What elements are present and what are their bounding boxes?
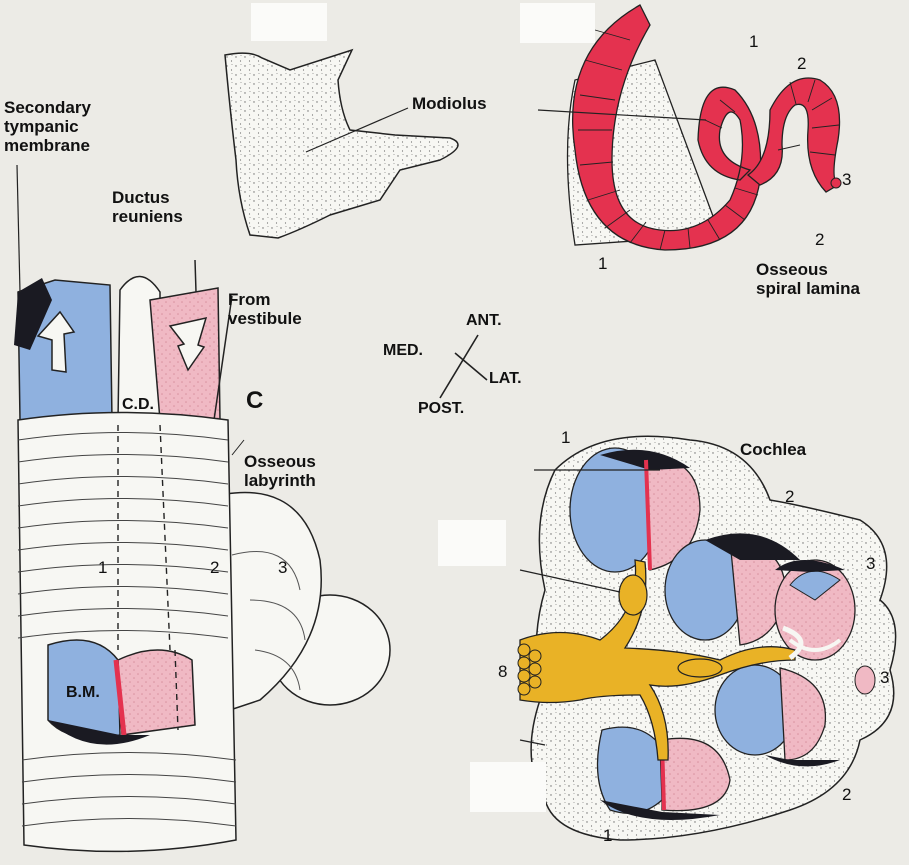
label-medial: MED. xyxy=(383,342,423,359)
turn-number: 3 xyxy=(842,170,852,189)
label-cochlea: Cochlea xyxy=(740,440,807,459)
label-line: tympanic xyxy=(4,117,79,137)
orientation-cross xyxy=(439,334,488,399)
panel-c-cochlear-duct xyxy=(14,259,391,853)
label-posterior: POST. xyxy=(418,400,465,417)
turn-number: 1 xyxy=(749,32,759,51)
label-secondary-tympanic-membrane: Secondary tympanic membrane xyxy=(4,98,91,155)
turn-number: 1 xyxy=(603,826,613,845)
turn-number: 2 xyxy=(842,785,852,804)
vestibuli-arrow-icon xyxy=(168,316,208,372)
label-from-vestibule: From vestibule xyxy=(228,290,302,328)
label-panel-c: C xyxy=(246,387,264,414)
nerve-bundle-ends xyxy=(517,643,542,696)
cochlea-cross-section xyxy=(517,435,897,841)
turn-number: 1 xyxy=(561,428,571,447)
turn-number: 2 xyxy=(797,54,807,73)
label-basilar-membrane: B.M. xyxy=(66,684,100,701)
turn-number: 3 xyxy=(866,554,876,573)
turn-number: 2 xyxy=(210,558,220,577)
section-scala-vestibuli xyxy=(117,649,196,736)
label-line: Osseous xyxy=(756,260,828,279)
turn-number: 3 xyxy=(278,558,288,577)
secondary-tympanic-membrane-shape xyxy=(14,278,52,350)
label-line: Secondary xyxy=(4,98,91,117)
label-line: From xyxy=(228,290,271,309)
label-anterior: ANT. xyxy=(466,312,502,329)
label-osseous-labyrinth: Osseous labyrinth xyxy=(244,452,316,490)
spiral-lamina-apex xyxy=(746,77,841,193)
label-line: spiral lamina xyxy=(756,279,860,299)
tube-ring-lines xyxy=(17,432,237,827)
turn-number: 1 xyxy=(598,254,608,273)
label-ductus-reuniens: Ductus reuniens xyxy=(112,188,183,226)
spiral-lamina-figure xyxy=(537,4,842,251)
modiolus-leader xyxy=(305,107,409,153)
blank-label-box xyxy=(251,3,327,41)
section-dark-crescent xyxy=(48,720,150,745)
label-cochlear-duct: C.D. xyxy=(122,396,154,413)
turn-number: 8 xyxy=(498,662,508,681)
label-line: reuniens xyxy=(112,207,183,227)
tympani-arrow-icon xyxy=(36,310,76,373)
blank-label-box xyxy=(470,762,546,812)
blank-label-box xyxy=(438,520,506,566)
cochlear-duct-tube xyxy=(117,275,161,421)
basilar-membrane xyxy=(113,659,127,736)
label-lateral: LAT. xyxy=(489,370,522,387)
blank-label-box xyxy=(520,3,595,43)
turn-number: 3 xyxy=(880,668,890,687)
label-line: vestibule xyxy=(228,309,302,329)
spiral-lamina-ribbon xyxy=(572,4,762,251)
label-line: membrane xyxy=(4,136,90,156)
modiolus-shape xyxy=(224,48,459,239)
label-line: Osseous xyxy=(244,452,316,471)
turn-number: 1 xyxy=(98,558,108,577)
label-osseous-spiral-lamina: Osseous spiral lamina xyxy=(756,260,860,298)
label-modiolus: Modiolus xyxy=(412,94,487,113)
turn-number: 2 xyxy=(785,487,795,506)
turn-number: 2 xyxy=(815,230,825,249)
cochlear-tube-body xyxy=(17,411,237,853)
label-line: labyrinth xyxy=(244,471,316,491)
label-line: Ductus xyxy=(112,188,170,207)
